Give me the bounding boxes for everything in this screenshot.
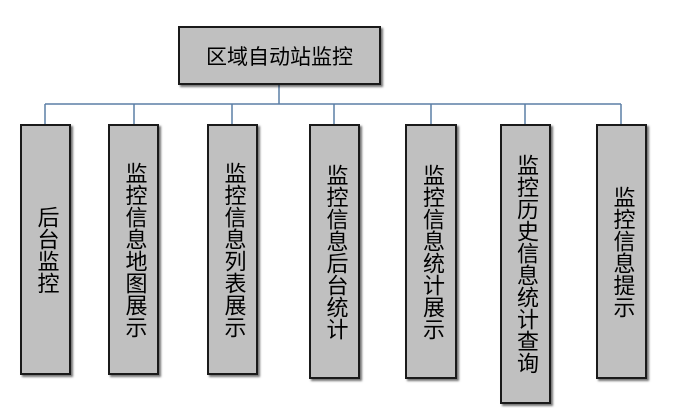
root-node: 区域自动站监控 [178,26,381,85]
child-node-backend-stats: 监控信息后台统计 [309,124,360,379]
child-node-label: 监控信息列表展示 [220,161,246,338]
child-node-map-display: 监控信息地图展示 [108,124,159,375]
child-node-list-display: 监控信息列表展示 [207,124,258,375]
child-node-label: 监控信息统计展示 [419,163,444,340]
child-node-label: 监控信息后台统计 [322,163,348,340]
child-node-label: 监控历史信息统计查询 [513,154,538,374]
child-node-label: 监控信息提示 [609,185,635,318]
child-node-history-query: 监控历史信息统计查询 [500,124,551,404]
child-node-alert: 监控信息提示 [596,124,647,379]
child-node-label: 监控信息地图展示 [121,161,147,338]
root-node-label: 区域自动站监控 [206,44,353,69]
child-node-backend-monitor: 后台监控 [20,124,71,375]
child-node-label: 后台监控 [33,205,59,294]
child-node-stats-display: 监控信息统计展示 [405,124,457,379]
